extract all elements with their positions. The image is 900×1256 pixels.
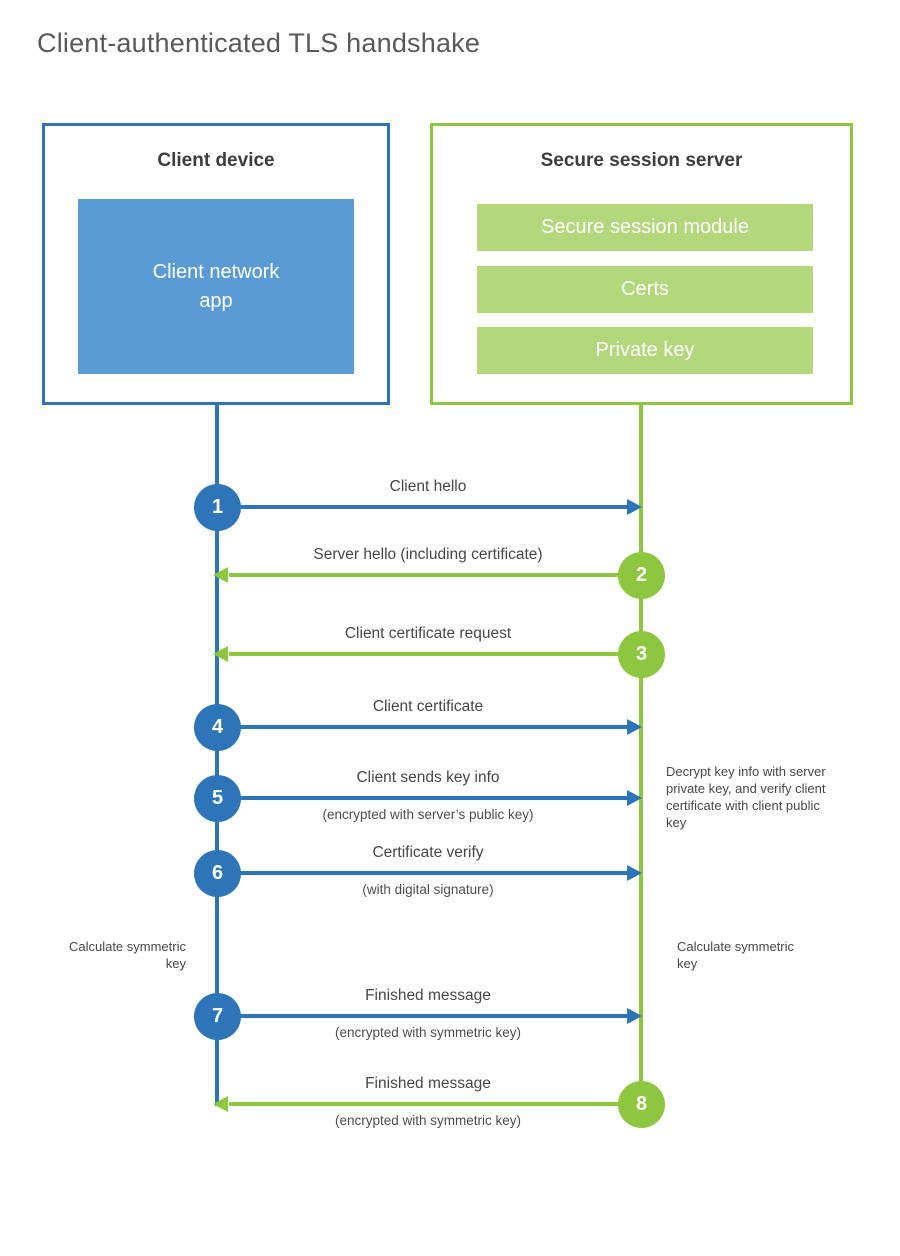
arrow-right-icon — [627, 790, 642, 806]
message-label: Client hello — [389, 478, 467, 495]
arrow-right-icon — [627, 1008, 642, 1024]
step-badge: 4 — [194, 703, 241, 751]
arrow-line — [217, 796, 629, 800]
message-sublabel: (with digital signature) — [362, 882, 494, 897]
arrow-right-icon — [627, 865, 642, 881]
server-module-certs: Certs — [477, 266, 813, 313]
server-title: Secure session server — [540, 150, 743, 171]
arrow-left-icon — [213, 1096, 228, 1112]
message-sublabel: (encrypted with server’s public key) — [322, 807, 534, 822]
step-badge: 2 — [618, 551, 665, 599]
arrow-left-icon — [213, 567, 228, 583]
arrow-line — [217, 725, 629, 729]
client-device-title: Client device — [157, 150, 275, 171]
arrow-line — [217, 871, 629, 875]
message-label: Finished message — [365, 1075, 491, 1092]
message-label: Server hello (including certificate) — [313, 546, 543, 563]
message-label: Certificate verify — [372, 844, 484, 861]
arrow-line — [229, 573, 641, 577]
arrow-right-icon — [627, 499, 642, 515]
arrow-line — [217, 505, 629, 509]
calculate-symmetric-key-note-client: Calculate symmetric key — [68, 939, 186, 971]
message-label: Finished message — [365, 987, 491, 1004]
calculate-symmetric-key-note-server: Calculate symmetric key — [677, 939, 795, 971]
arrow-left-icon — [213, 646, 228, 662]
arrow-line — [229, 1102, 641, 1106]
client-device-box: Client device Client network app — [42, 123, 390, 405]
arrow-line — [229, 652, 641, 656]
page-title: Client-authenticated TLS handshake — [37, 28, 481, 58]
secure-session-server-box: Secure session server Secure session mod… — [430, 123, 853, 405]
message-label: Client sends key info — [356, 769, 500, 786]
server-module-secure-session: Secure session module — [477, 204, 813, 251]
step-badge: 1 — [194, 483, 241, 531]
client-app-label-line1: Client network — [152, 260, 280, 283]
message-label: Client certificate — [372, 698, 484, 715]
step-badge: 3 — [618, 630, 665, 678]
arrow-line — [217, 1014, 629, 1018]
step-badge: 7 — [194, 992, 241, 1040]
arrow-right-icon — [627, 719, 642, 735]
step-badge: 6 — [194, 849, 241, 897]
message-label: Client certificate request — [344, 625, 512, 642]
client-app-label-line2: app — [199, 289, 233, 312]
client-network-app-rect: Client network app — [78, 199, 354, 374]
step-badge: 5 — [194, 774, 241, 822]
decrypt-key-note: Decrypt key info with server private key… — [666, 764, 826, 830]
step-badge: 8 — [618, 1080, 665, 1128]
server-module-private-key: Private key — [477, 327, 813, 374]
server-lifeline — [639, 405, 643, 1106]
client-lifeline — [215, 405, 219, 1106]
message-sublabel: (encrypted with symmetric key) — [334, 1025, 522, 1040]
message-sublabel: (encrypted with symmetric key) — [334, 1113, 522, 1128]
